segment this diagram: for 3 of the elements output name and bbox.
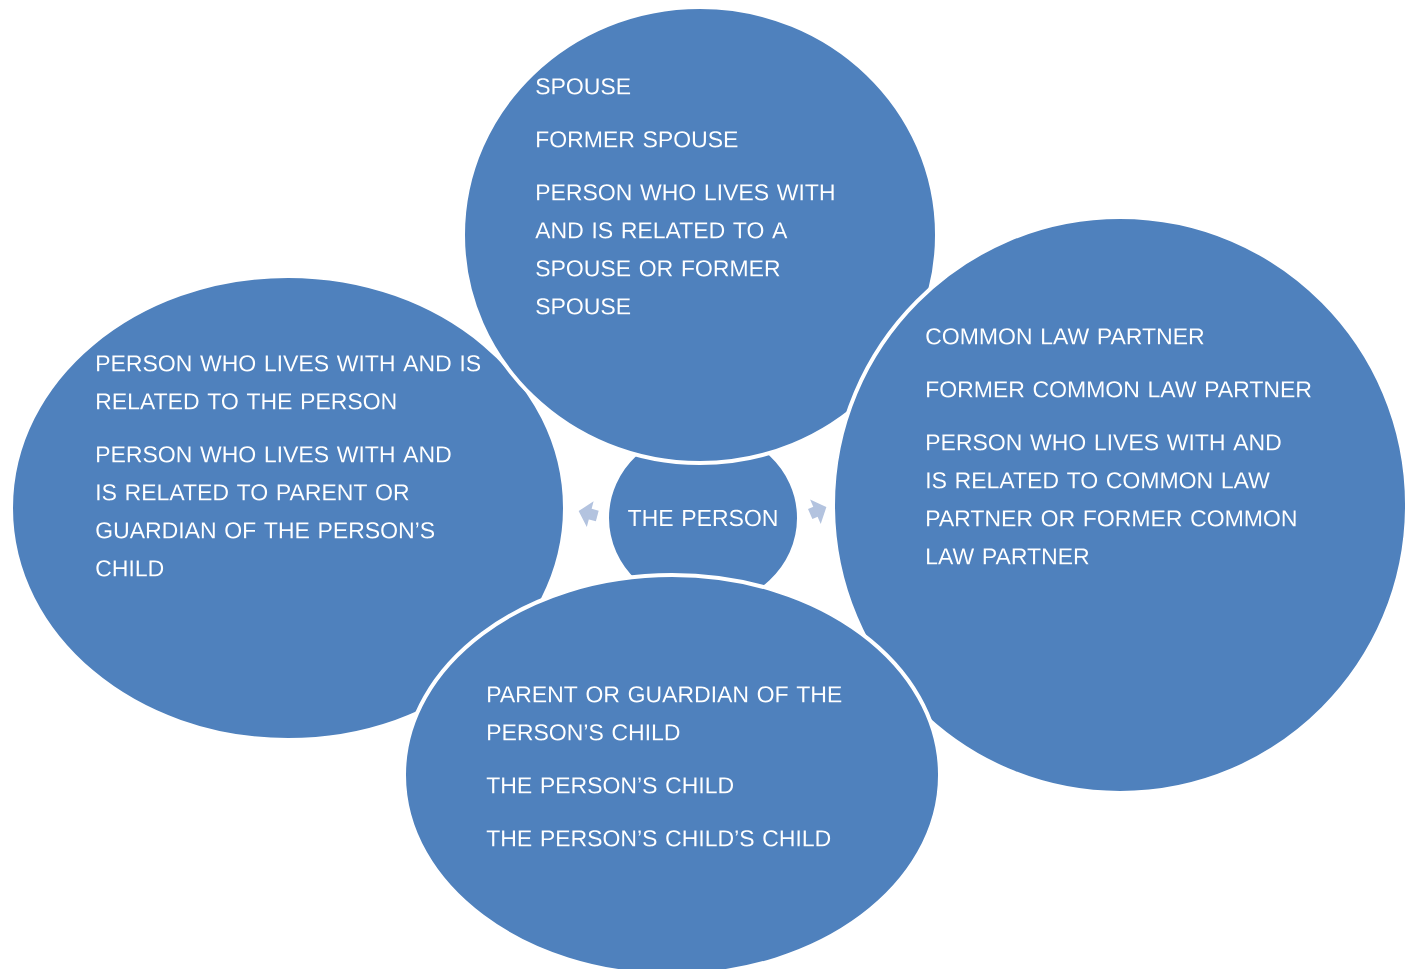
circle-node: PARENT OR GUARDIAN OF THE PERSON’S CHILD THE PERSON’S CHILD THE PERSON’S CHILD’S CHILD — [402, 573, 942, 969]
node-label: THE PERSON’S CHILD — [486, 777, 734, 794]
node-label: THE PERSON’S CHILD’S CHILD — [486, 830, 831, 847]
